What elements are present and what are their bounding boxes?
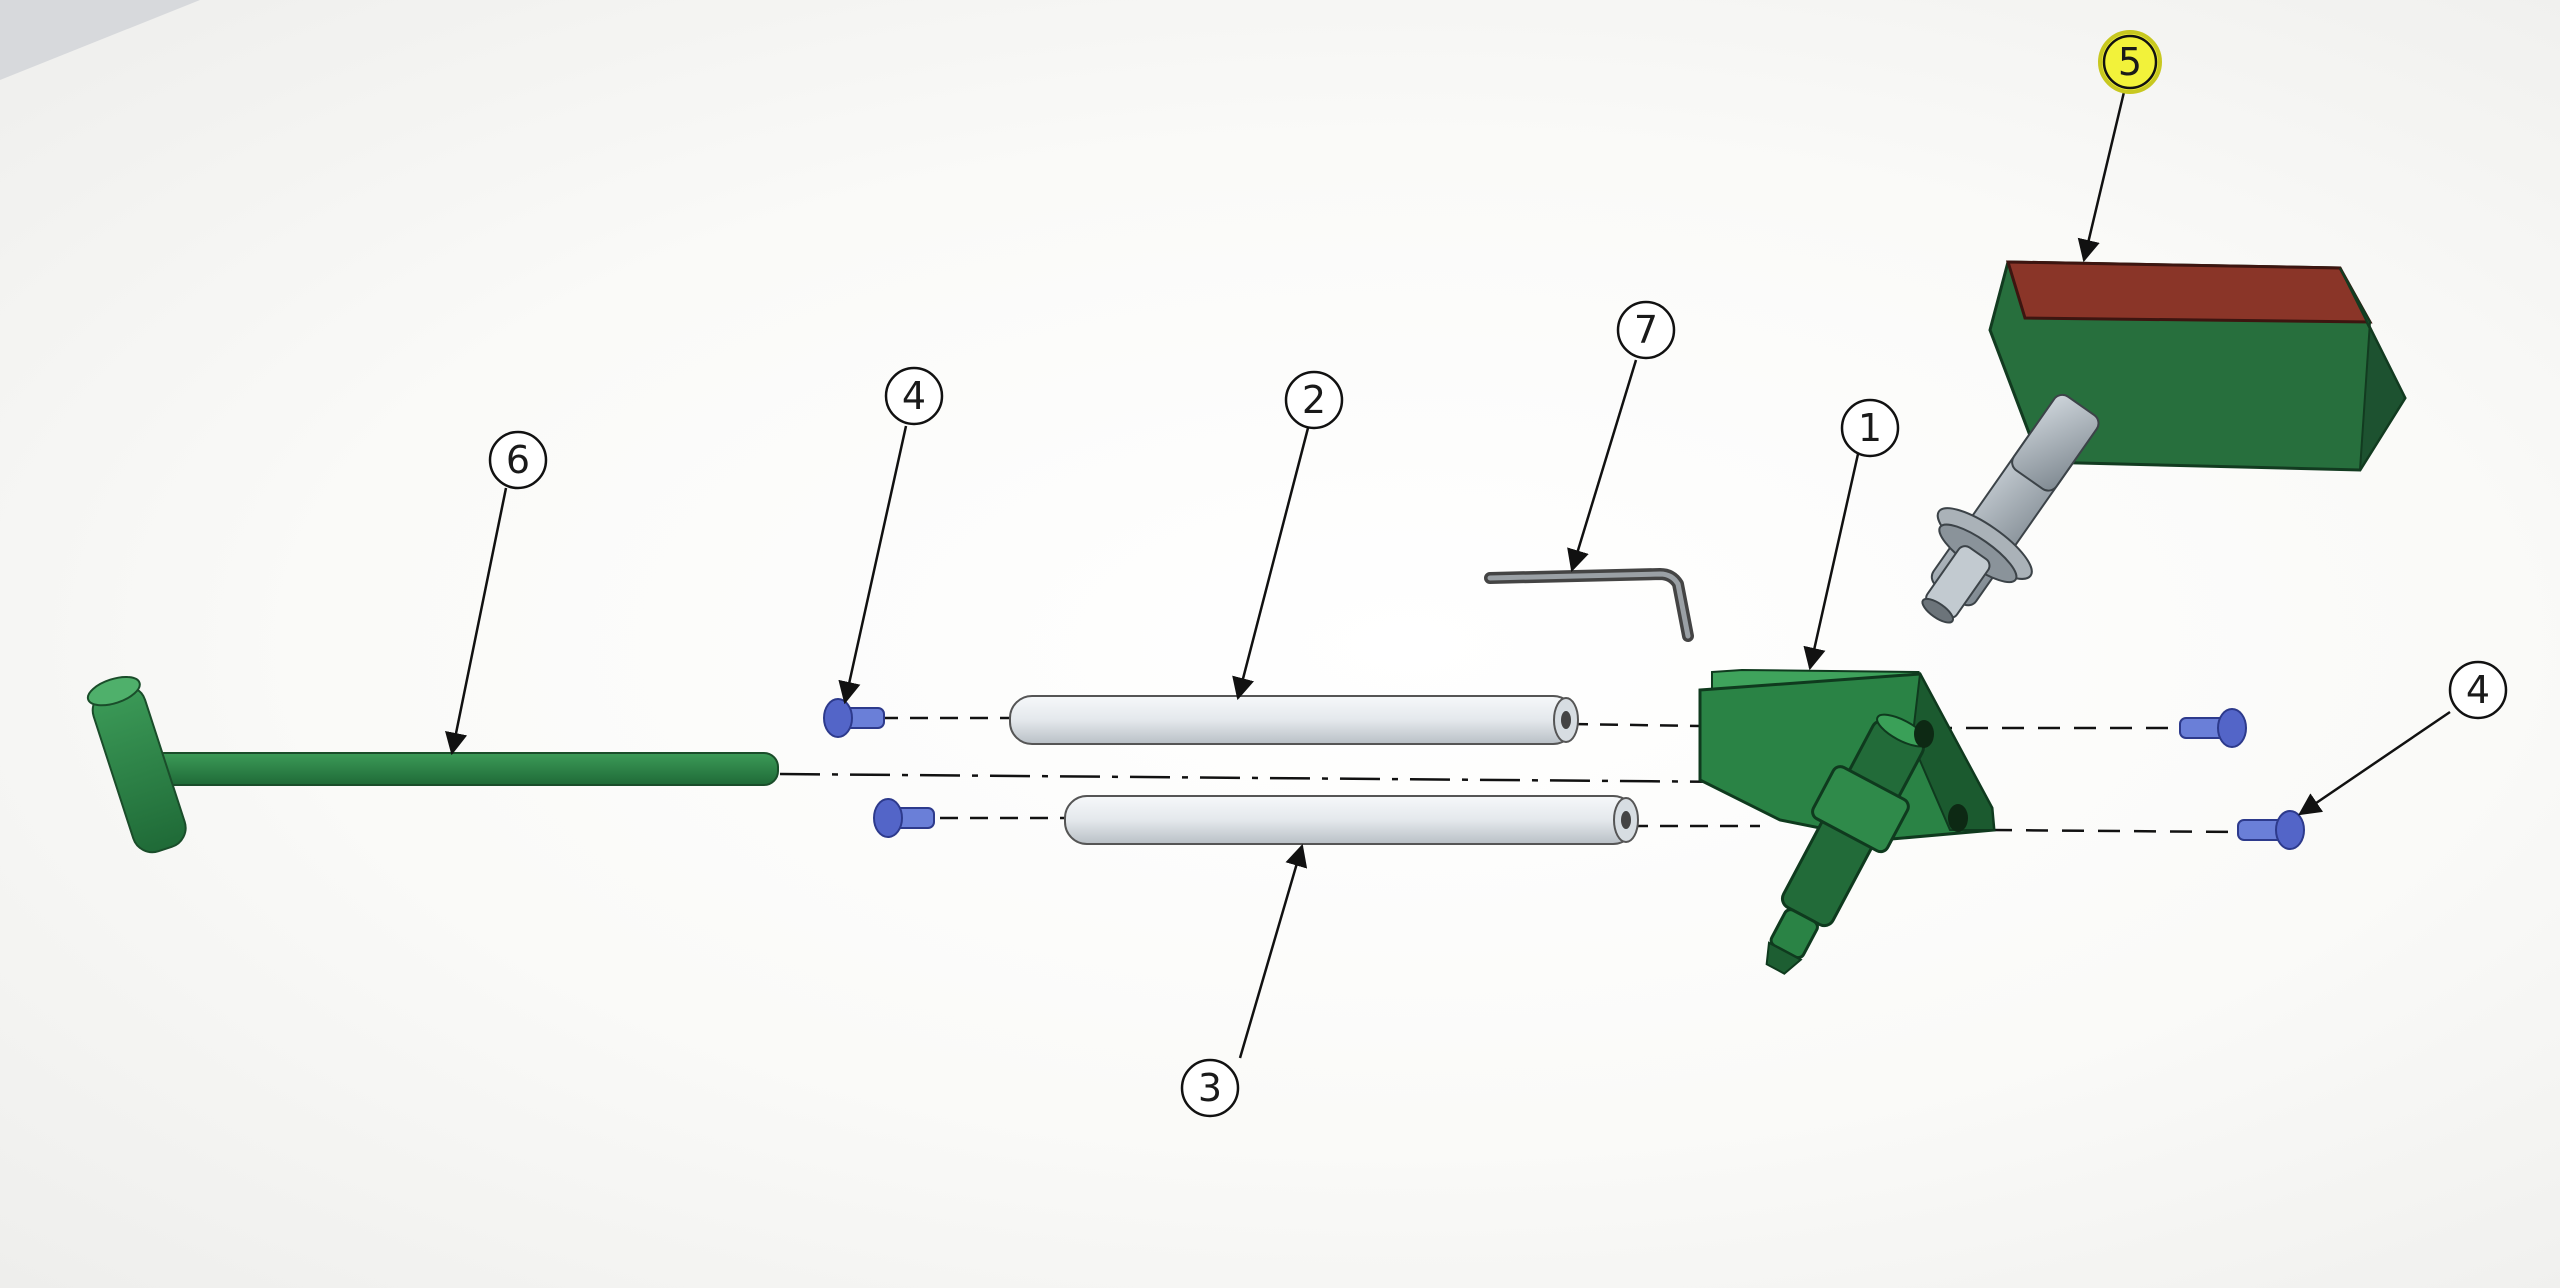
callout-5-label: 5 <box>2118 40 2142 84</box>
callout-7: 7 <box>1616 300 1676 360</box>
screw-upper-left <box>823 698 885 738</box>
leader-line-1 <box>1803 453 1860 671</box>
callout-1-label: 1 <box>1858 406 1882 450</box>
callout-7-label: 7 <box>1634 308 1658 352</box>
part-lower-guide-rod <box>1064 795 1639 845</box>
clamp-bore-lower <box>1948 804 1968 832</box>
callout-2-label: 2 <box>1302 378 1326 422</box>
part-pad-with-shaft <box>1921 260 2407 624</box>
screw-upper-right <box>2179 708 2247 748</box>
leader-line-7 <box>1567 359 1638 573</box>
callout-5: 5 <box>2098 30 2162 94</box>
screw-lower-right <box>2237 810 2305 850</box>
paper-corner-shadow <box>0 0 200 80</box>
screw-lower-left <box>873 798 935 838</box>
callout-4-right: 4 <box>2448 660 2508 720</box>
callout-6-label: 6 <box>506 438 530 482</box>
leader-line-3 <box>1238 843 1308 1059</box>
callout-3: 3 <box>1180 1058 1240 1118</box>
leader-line-2 <box>1232 427 1310 701</box>
leader-lines <box>445 91 2451 1059</box>
part-hex-key <box>1484 568 1694 642</box>
callout-3-label: 3 <box>1198 1066 1222 1110</box>
alignment-line-middle <box>779 772 1741 784</box>
callout-4-right-label: 4 <box>2466 668 2490 712</box>
alignment-line-upper-right <box>1569 722 1701 728</box>
leader-line-6 <box>445 487 508 756</box>
alignment-lines <box>779 716 2241 834</box>
callout-1: 1 <box>1840 398 1900 458</box>
part-upper-guide-rod <box>1009 695 1579 745</box>
leader-line-4-left <box>838 425 908 705</box>
alignment-line-lower-far-right <box>1989 828 2241 834</box>
part-clamp-block <box>1698 668 1996 975</box>
callout-4-left: 4 <box>884 366 944 426</box>
callout-balloons: 1 2 3 4 4 5 <box>488 30 2508 1118</box>
callout-6: 6 <box>488 430 548 490</box>
callout-2: 2 <box>1284 370 1344 430</box>
leader-line-5 <box>2077 91 2126 263</box>
part-t-handle-rod <box>86 675 779 854</box>
callout-4-left-label: 4 <box>902 374 926 418</box>
leader-line-4-right <box>2298 710 2451 816</box>
clamp-bore-upper <box>1914 720 1934 748</box>
